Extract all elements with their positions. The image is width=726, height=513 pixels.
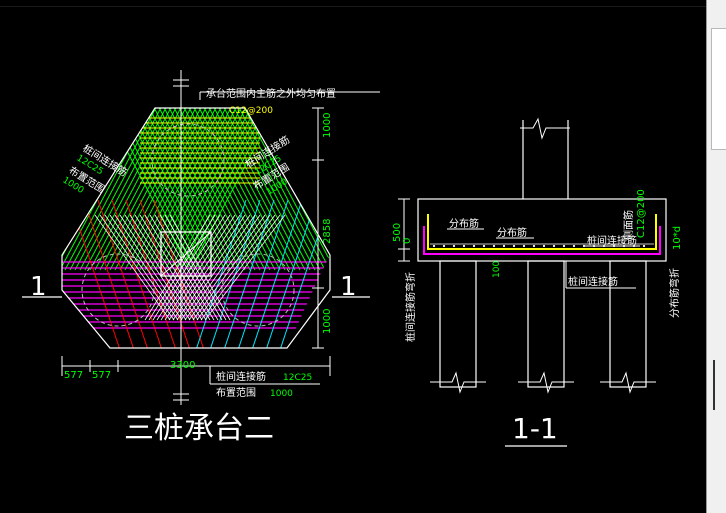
dim-height: 500 xyxy=(392,223,403,242)
dist-bar-label-2: 分布筋 xyxy=(497,226,527,239)
rebar-line xyxy=(139,199,191,348)
rebar-line xyxy=(104,214,179,321)
rebar-dot xyxy=(452,244,456,248)
right-caption: 1-1 xyxy=(512,412,558,445)
rebar-line xyxy=(251,199,303,348)
rebar-dot xyxy=(492,244,496,248)
rebar-line xyxy=(172,214,246,321)
rebar-dot xyxy=(582,244,586,248)
rebar-dot xyxy=(482,244,486,248)
section-mark-left: 1 xyxy=(30,272,47,302)
top-note: 承台范围内主筋之外均匀布置 xyxy=(206,87,336,100)
rebar-dot xyxy=(442,244,446,248)
left-caption: 三桩承台二 xyxy=(124,411,274,446)
rebar-line xyxy=(94,214,171,321)
bottom-range-value: 1000 xyxy=(270,389,293,399)
pile-right-section xyxy=(609,260,647,388)
dim-100: 100 xyxy=(492,261,502,278)
rebar-dot xyxy=(462,244,466,248)
dim-left-a: 577 xyxy=(64,370,83,381)
rebar-dot xyxy=(522,244,526,248)
right-vertical-spec: 10*d xyxy=(672,226,683,250)
pile-cap-plan: 1 1 1000 2858 1000 577 577 3300 承台范围内 xyxy=(22,70,380,446)
rebar-dot xyxy=(502,244,506,248)
dim-top: 1000 xyxy=(322,113,333,138)
rebar-dot xyxy=(572,244,576,248)
yellow-rebar-section xyxy=(427,214,657,250)
rebar-line xyxy=(139,214,207,321)
rebar-line xyxy=(97,199,149,348)
rebar-line xyxy=(237,199,289,348)
rebar-line xyxy=(184,214,261,321)
rebar-line xyxy=(83,199,135,348)
rebar-line xyxy=(124,214,195,321)
pile-left-section xyxy=(439,260,477,388)
rebar-line xyxy=(129,214,199,321)
rebar-line xyxy=(109,214,183,321)
rebar-line xyxy=(200,214,281,321)
pile-mid-section xyxy=(527,260,565,388)
column-outline xyxy=(160,231,212,277)
dim-bottom: 1000 xyxy=(322,309,333,334)
right-link-label: 桩间连接筋 xyxy=(587,234,637,247)
dist-bar-label-1: 分布筋 xyxy=(449,217,479,230)
pile-circle-top xyxy=(151,123,225,197)
pile-cap-outline xyxy=(61,107,331,349)
rebar-line xyxy=(176,214,251,321)
dim-zero: 0 xyxy=(402,238,413,244)
pile-circle-right xyxy=(221,253,295,327)
rebar-dot xyxy=(542,244,546,248)
rebar-line xyxy=(192,214,271,321)
rebar-dot xyxy=(642,244,646,248)
rebar-dot xyxy=(472,244,476,248)
magenta-rebar-band xyxy=(62,261,330,329)
dim-width: 3300 xyxy=(170,360,195,371)
rebar-line xyxy=(204,214,286,321)
top-rebar-spec: C12@200 xyxy=(229,106,273,116)
toolbar-edge xyxy=(0,0,706,7)
bottom-rebar-title: 桩间连接筋 xyxy=(216,370,266,383)
rebar-line xyxy=(180,214,256,321)
rebar-dot xyxy=(432,244,436,248)
bottom-link-label: 桩间连接筋 xyxy=(568,275,618,288)
section-1-1: 500 0 桩间连接筋弯折 分布筋 分布筋 100 侧面筋 C12@200 桩间… xyxy=(392,117,683,447)
bottom-rebar-spec: 12C25 xyxy=(283,373,312,383)
rebar-line xyxy=(153,199,205,348)
rebar-line xyxy=(99,214,175,321)
bottom-range-label: 布置范围 xyxy=(216,386,256,399)
rebar-dot xyxy=(512,244,516,248)
panel-strip xyxy=(711,28,726,150)
dim-middle: 2858 xyxy=(322,219,333,244)
right-side-panel[interactable] xyxy=(706,0,726,513)
right-vertical-note: 分布筋弯折 xyxy=(668,268,681,318)
red-rebar-band xyxy=(69,199,205,348)
rebar-line xyxy=(196,214,276,321)
side-bar-spec: C12@200 xyxy=(636,189,647,238)
rebar-dot xyxy=(562,244,566,248)
rebar-line xyxy=(134,214,203,321)
rebar-line xyxy=(114,214,187,321)
left-vertical-note: 桩间连接筋弯折 xyxy=(404,272,417,342)
rebar-line xyxy=(119,214,191,321)
rebar-line xyxy=(188,214,266,321)
dim-left-b: 577 xyxy=(92,370,111,381)
rebar-line xyxy=(223,199,275,348)
magenta-rebar-section xyxy=(423,226,661,255)
panel-edge-mark xyxy=(713,360,726,410)
rebar-dot xyxy=(532,244,536,248)
yellow-rebar-band xyxy=(140,117,260,184)
rebar-dot xyxy=(552,244,556,248)
rebar-line xyxy=(111,199,163,348)
side-bar-title: 侧面筋 xyxy=(622,210,635,240)
section-mark-right: 1 xyxy=(340,272,357,302)
pile-circle-left xyxy=(81,253,155,327)
